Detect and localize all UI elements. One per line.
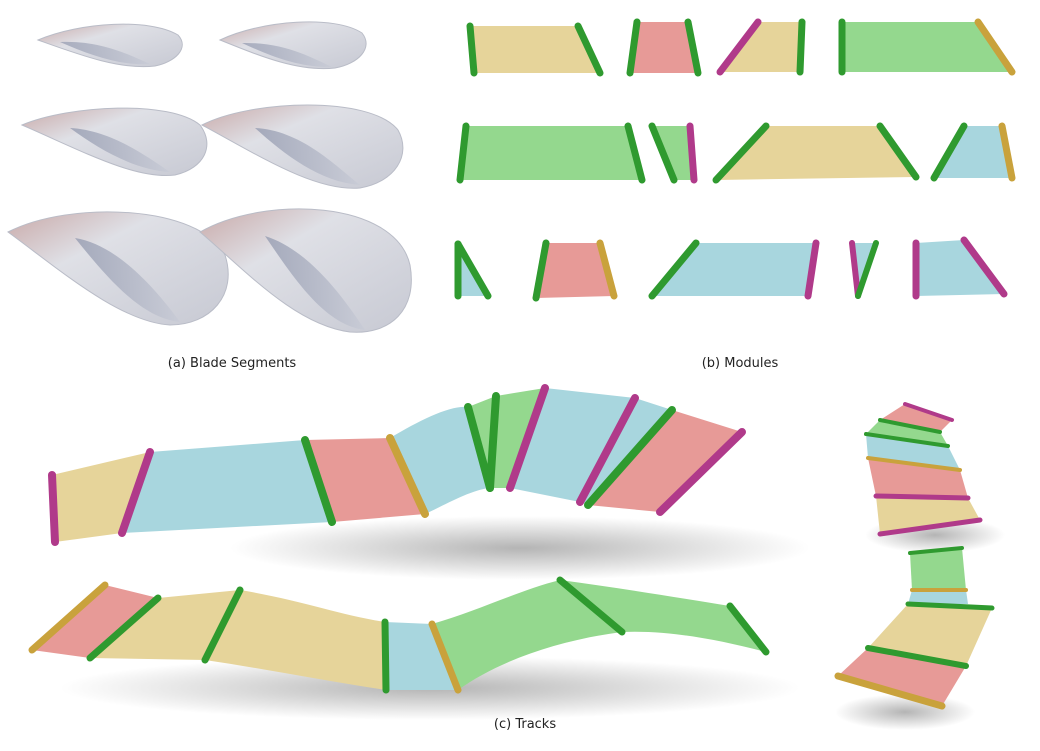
module [626,18,702,77]
module [930,122,1016,182]
caption-tracks: (c) Tracks [494,717,556,732]
module [838,18,1016,76]
modules-panel: (b) Modules [454,18,1016,371]
module [532,239,618,302]
module [716,18,806,76]
blade-segment [218,21,367,70]
blade-segment [200,104,404,189]
blade-segment [199,208,412,333]
module [849,240,879,299]
module [912,236,1008,300]
tracks-panel: (c) Tracks [28,384,1005,732]
track-shadow [230,516,810,580]
blade-segment [20,107,208,177]
blade-segment [7,211,229,326]
module [466,22,604,77]
track-upper [48,384,746,546]
blade-segments-panel: (a) Blade Segments [7,21,412,371]
track-right-bottom [834,546,995,730]
track-lower [28,576,770,694]
module [648,122,698,184]
track-right-top [864,402,1005,553]
module [456,122,646,184]
module [454,240,492,300]
blade-segment [36,23,183,68]
caption-blade-segments: (a) Blade Segments [168,356,297,371]
module [648,239,820,300]
caption-modules: (b) Modules [702,356,779,371]
module [712,122,920,184]
